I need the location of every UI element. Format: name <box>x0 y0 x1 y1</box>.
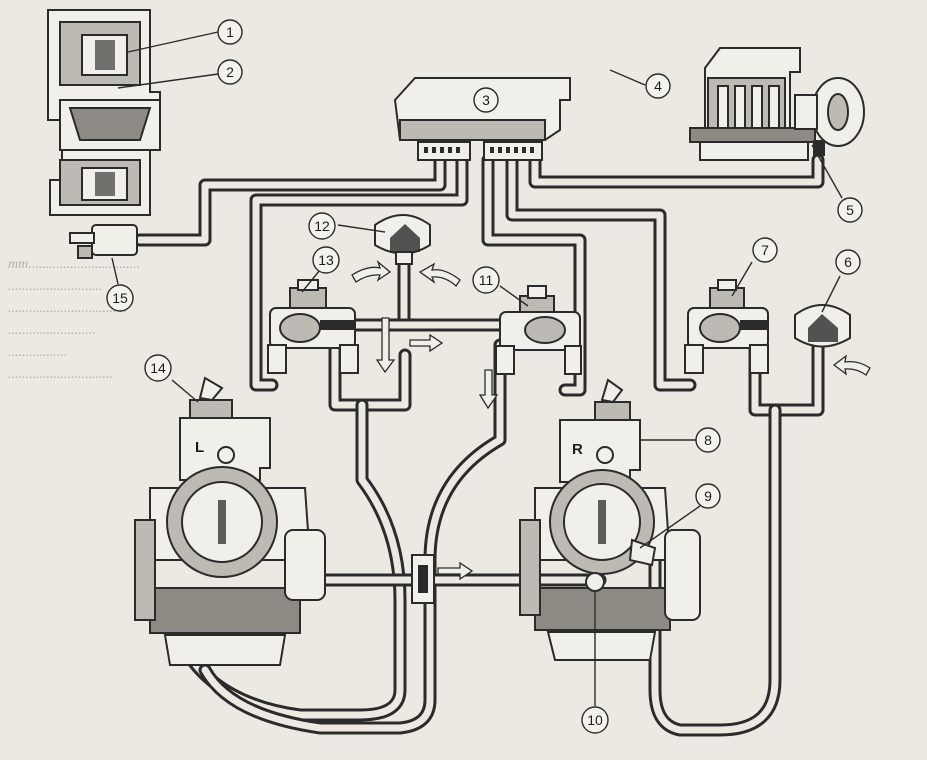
svg-text:...........................: ........................... <box>8 279 103 294</box>
callout-number: 2 <box>226 64 234 80</box>
carburetor-letter-r: R <box>572 441 583 458</box>
leader-lines <box>111 31 843 706</box>
air-filter-12 <box>374 214 431 265</box>
flow-arrow-h-tjoint <box>437 561 474 581</box>
actuator-assembly-4 <box>689 47 816 161</box>
callout-number: 14 <box>150 360 166 376</box>
callout-number: 3 <box>482 92 490 108</box>
svg-text:.................: ................. <box>8 345 68 360</box>
solenoid-valve-7 <box>684 279 769 374</box>
callout-number: 11 <box>479 272 494 288</box>
background-bleed-text: mm................................ .....… <box>8 257 140 382</box>
svg-text:mm............................: mm................................ <box>8 257 140 272</box>
callout-number: 1 <box>226 24 234 40</box>
flow-arrow-down-left <box>375 317 396 374</box>
callout-number: 13 <box>318 252 334 268</box>
left-carburetor-14: L <box>134 376 326 666</box>
vacuum-diaphragm-5 <box>794 77 865 156</box>
callout-number: 8 <box>704 432 712 448</box>
solenoid-valve-11 <box>495 285 582 375</box>
callout-12: 12 <box>308 212 336 240</box>
air-filter-6 <box>794 304 851 348</box>
hose-t-joint <box>411 554 435 604</box>
vacuum-sensor-15 <box>69 224 138 259</box>
flow-arrow-12-right <box>418 262 461 287</box>
callout-4: 4 <box>645 73 671 99</box>
callout-number: 4 <box>654 78 662 94</box>
svg-text:.........................: ......................... <box>8 323 96 338</box>
callout-10: 10 <box>581 706 609 734</box>
callout-number: 10 <box>587 712 603 728</box>
callout-6: 6 <box>835 249 861 275</box>
callout-11: 11 <box>472 266 500 294</box>
callout-5: 5 <box>837 197 863 223</box>
callout-number: 7 <box>761 242 769 258</box>
callout-number: 5 <box>846 202 854 218</box>
callout-14: 14 <box>144 354 172 382</box>
flow-arrow-h-13 <box>409 333 444 353</box>
flow-arrow-12-left <box>351 260 392 283</box>
flow-arrow-down-mid <box>478 369 499 410</box>
callout-7: 7 <box>752 237 778 263</box>
flow-arrow-6 <box>832 354 871 376</box>
solenoid-valve-13 <box>267 279 359 374</box>
svg-text:..............................: .............................. <box>8 367 113 382</box>
callout-9: 9 <box>695 483 721 509</box>
carburetor-letter-l: L <box>195 439 204 456</box>
callout-number: 9 <box>704 488 712 504</box>
right-carburetor-8: R <box>519 378 701 661</box>
callout-2: 2 <box>217 59 243 85</box>
svg-text:..............................: .................................. <box>8 301 127 316</box>
callout-1: 1 <box>217 19 243 45</box>
callout-15: 15 <box>106 284 134 312</box>
callout-number: 6 <box>844 254 852 270</box>
callout-number: 12 <box>314 218 330 234</box>
callout-13: 13 <box>312 246 340 274</box>
callout-8: 8 <box>695 427 721 453</box>
engine-cylinder-section <box>47 9 161 216</box>
callout-number: 15 <box>112 290 128 306</box>
callout-3: 3 <box>473 87 499 113</box>
flow-arrows <box>351 260 871 581</box>
